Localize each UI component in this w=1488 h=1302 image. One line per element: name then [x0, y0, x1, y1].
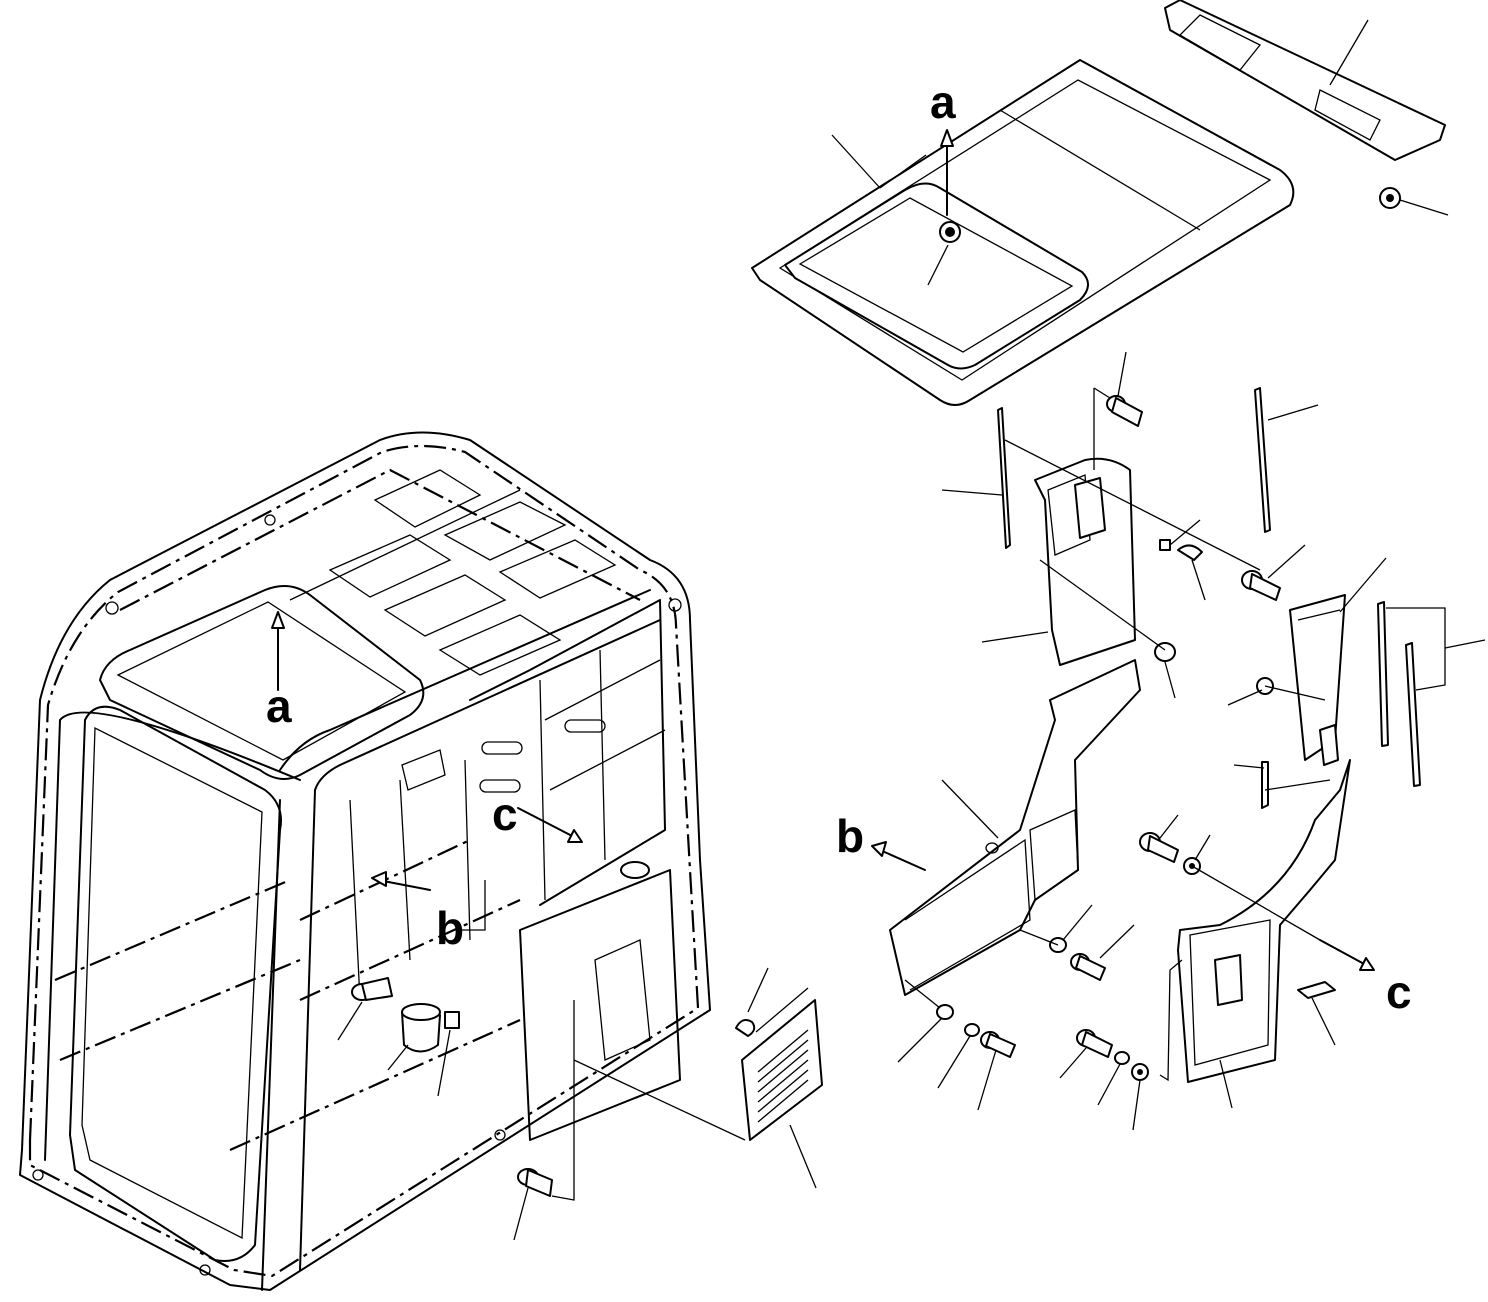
bolt-lower — [513, 1000, 746, 1241]
bolt — [337, 977, 393, 1041]
left-pillar-trim — [941, 351, 1261, 699]
roof-headliner: a — [751, 59, 1295, 406]
label-b-cab: b — [436, 902, 464, 954]
vent-grille — [735, 967, 823, 1189]
rear-top-trim — [1164, 0, 1449, 216]
cup-holder — [387, 1003, 441, 1071]
label-a-cab: a — [266, 680, 292, 732]
clip — [437, 1011, 460, 1097]
cab-callouts: a b c — [266, 611, 583, 954]
label-c-panel: c — [1386, 966, 1412, 1018]
cab-frame — [19, 431, 711, 1291]
right-rear-lower-panel: c — [1059, 759, 1412, 1131]
right-pillar-trim — [1227, 387, 1486, 809]
left-rear-lower-panel: b — [836, 659, 1141, 1111]
label-a-top: a — [930, 76, 956, 128]
cab-small-parts — [337, 880, 823, 1241]
label-b-panel: b — [836, 810, 864, 862]
label-c-cab: c — [492, 788, 518, 840]
